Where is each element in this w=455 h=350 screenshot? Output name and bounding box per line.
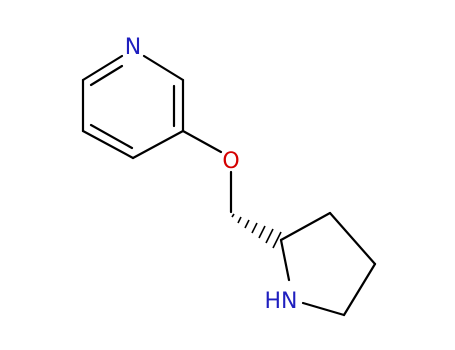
bond-c6-n [81, 54, 124, 82]
bond-c4-c5-inner [89, 123, 134, 150]
hash-7 [272, 231, 282, 249]
bond-n-c2 [142, 54, 185, 82]
bond-c3-c4 [131, 129, 185, 160]
pyrrolidine-ring [279, 211, 377, 317]
bond-c6-n-inner [89, 64, 124, 87]
bond-n-c2p [279, 238, 291, 282]
bond-c3p-c4p [328, 211, 377, 266]
bond-c4-c5 [81, 129, 135, 160]
hash-3 [244, 219, 250, 229]
hash-4 [251, 222, 258, 234]
bond-c3-o [181, 129, 223, 154]
hash-1 [231, 213, 235, 218]
hashed-wedge-bond [231, 213, 282, 249]
pyridine-nitrogen-label: N [125, 35, 141, 60]
bond-c4p-c5p [342, 262, 377, 317]
bond-c2p-c3p [279, 211, 332, 242]
pyridine-ring [81, 54, 185, 160]
bond-c5p-n [301, 301, 346, 317]
hash-5 [258, 225, 266, 239]
amine-nh-label: HN [265, 289, 298, 314]
ether-oxygen-label: O [222, 149, 239, 174]
hash-6 [265, 228, 274, 244]
ether-linkage [181, 129, 233, 214]
hash-2 [237, 216, 242, 224]
